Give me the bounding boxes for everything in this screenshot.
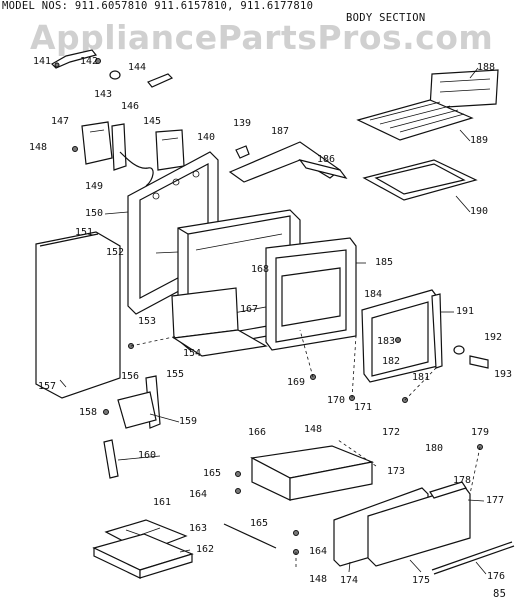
- part-callout-187: 187: [270, 126, 290, 137]
- part-153-bottom-pan: [171, 287, 239, 339]
- part-callout-166: 166: [247, 427, 267, 438]
- page-number: 85: [493, 588, 507, 600]
- part-140-cover: [155, 129, 185, 171]
- part-146-bracket: [111, 123, 127, 171]
- part-callout-163: 163: [188, 523, 208, 534]
- part-callout-156: 156: [120, 371, 140, 382]
- part-callout-147: 147: [50, 116, 70, 127]
- part-184-door-gasket: [361, 289, 439, 383]
- part-162-broil-pan: [92, 533, 194, 579]
- part-callout-141: 141: [32, 56, 52, 67]
- part-callout-183: 183: [376, 336, 396, 347]
- part-189-oven-rack: [356, 99, 474, 141]
- part-160-rod: [103, 439, 119, 479]
- part-callout-154: 154: [182, 348, 202, 359]
- part-154-floor: [172, 329, 268, 357]
- part-callout-182: 182: [381, 356, 401, 367]
- part-callout-153: 153: [137, 316, 157, 327]
- part-callout-168: 168: [250, 264, 270, 275]
- part-callout-192: 192: [483, 332, 503, 343]
- part-callout-150: 150: [84, 208, 104, 219]
- part-callout-170: 170: [326, 395, 346, 406]
- part-callout-164: 164: [188, 489, 208, 500]
- part-callout-162: 162: [195, 544, 215, 555]
- part-callout-176: 176: [486, 571, 506, 582]
- part-callout-171: 171: [353, 402, 373, 413]
- part-callout-155: 155: [165, 369, 185, 380]
- part-186-rail: [298, 159, 348, 179]
- section-title: BODY SECTION: [346, 12, 426, 24]
- part-callout-152: 152: [105, 247, 125, 258]
- part-191-strip: [431, 293, 443, 369]
- part-callout-142: 142: [79, 56, 99, 67]
- part-callout-158: 158: [78, 407, 98, 418]
- part-callout-172: 172: [381, 427, 401, 438]
- part-callout-173: 173: [386, 466, 406, 477]
- part-142-screw: [95, 58, 101, 64]
- part-callout-180: 180: [424, 443, 444, 454]
- part-166-drawer: [250, 445, 375, 501]
- part-callout-161: 161: [152, 497, 172, 508]
- part-176-kick-plate: [431, 541, 515, 575]
- part-callout-177: 177: [485, 495, 505, 506]
- part-159-bracket: [117, 391, 157, 429]
- part-callout-140: 140: [196, 132, 216, 143]
- part-145-wire: [119, 151, 154, 187]
- watermark: AppliancePartsPros.com: [30, 18, 494, 57]
- part-callout-181: 181: [411, 372, 431, 383]
- part-callout-185: 185: [374, 257, 394, 268]
- part-190-broil-pan: [362, 159, 478, 201]
- part-callout-146: 146: [120, 101, 140, 112]
- part-163-rail: [223, 523, 277, 549]
- part-callout-148: 148: [303, 424, 323, 435]
- part-callout-157: 157: [37, 381, 57, 392]
- part-callout-190: 190: [469, 206, 489, 217]
- part-151-side-panel: [35, 231, 121, 399]
- part-callout-148: 148: [308, 574, 328, 585]
- part-callout-178: 178: [452, 475, 472, 486]
- part-147-panel: [81, 121, 113, 165]
- part-callout-193: 193: [493, 369, 513, 380]
- part-callout-184: 184: [363, 289, 383, 300]
- part-callout-189: 189: [469, 135, 489, 146]
- part-188-rack-guide: [429, 69, 499, 109]
- part-143-grommet: [109, 70, 121, 80]
- part-callout-143: 143: [93, 89, 113, 100]
- part-141-bracket: [51, 49, 98, 69]
- part-callout-191: 191: [455, 306, 475, 317]
- part-callout-165: 165: [202, 468, 222, 479]
- part-callout-186: 186: [316, 154, 336, 165]
- part-callout-174: 174: [339, 575, 359, 586]
- part-callout-188: 188: [476, 62, 496, 73]
- part-callout-148: 148: [28, 142, 48, 153]
- part-callout-164: 164: [308, 546, 328, 557]
- part-callout-159: 159: [178, 416, 198, 427]
- part-139-clip: [235, 145, 250, 159]
- part-193-valve: [469, 355, 489, 369]
- part-177-trim: [429, 481, 467, 499]
- model-numbers: MODEL NOS: 911.6057810 911.6157810, 911.…: [2, 0, 314, 12]
- part-185-front-frame: [265, 237, 357, 351]
- part-callout-175: 175: [411, 575, 431, 586]
- part-192-knob: [453, 345, 465, 355]
- part-callout-139: 139: [232, 118, 252, 129]
- part-callout-149: 149: [84, 181, 104, 192]
- part-callout-169: 169: [286, 377, 306, 388]
- part-callout-179: 179: [470, 427, 490, 438]
- part-callout-151: 151: [74, 227, 94, 238]
- part-callout-144: 144: [127, 62, 147, 73]
- part-callout-165: 165: [249, 518, 269, 529]
- part-144-clip: [147, 73, 174, 88]
- part-callout-167: 167: [239, 304, 259, 315]
- part-callout-145: 145: [142, 116, 162, 127]
- part-187-top-frame: [228, 141, 342, 183]
- part-callout-160: 160: [137, 450, 157, 461]
